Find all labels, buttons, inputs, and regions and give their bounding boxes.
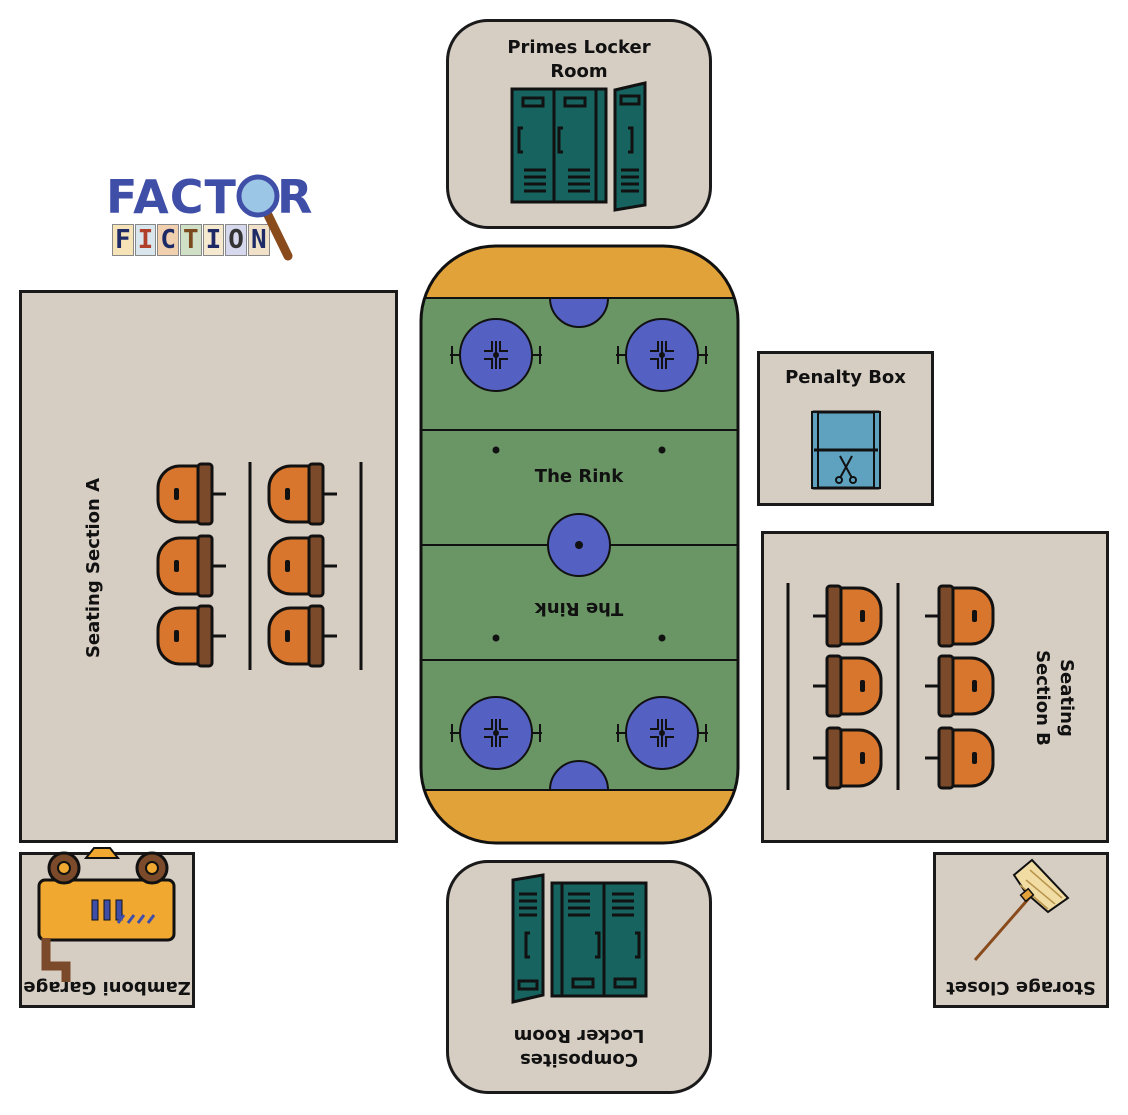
logo-letter: F [112, 224, 134, 256]
faceoff-dot [492, 634, 500, 642]
logo-letter: C [157, 224, 179, 256]
faceoff-dot [658, 446, 666, 454]
seat-icon [267, 462, 337, 526]
seat-icon [156, 462, 226, 526]
seat-icon [813, 654, 883, 718]
faceoff-circle [616, 318, 708, 392]
logo-letter: I [134, 224, 157, 256]
logo-letter: T [179, 224, 202, 256]
rink-label-bottom: The Rink [534, 598, 624, 619]
penalty-box-label: Penalty Box [785, 367, 906, 388]
rink-end-bottom [421, 790, 738, 843]
locker-icon [511, 873, 648, 1004]
faceoff-dot [492, 446, 500, 454]
faceoff-circle [616, 696, 708, 770]
rink-end-top [421, 246, 738, 298]
faceoff-circle [450, 696, 542, 770]
seat-icon [925, 726, 995, 790]
goal-crease-top [548, 297, 610, 328]
seat-icon [156, 604, 226, 668]
faceoff-dot [658, 634, 666, 642]
seat-icon [925, 584, 995, 648]
logo-letter: O [225, 224, 247, 256]
seat-icon [925, 654, 995, 718]
seat-icon [813, 726, 883, 790]
seat-icon [813, 584, 883, 648]
rink-label-top: The Rink [534, 466, 624, 487]
seat-icon [267, 534, 337, 598]
seat-icon [156, 534, 226, 598]
faceoff-circle [450, 318, 542, 392]
seat-icon [267, 604, 337, 668]
logo-letter: I [202, 224, 225, 256]
goal-crease-bottom [548, 760, 610, 791]
primes-locker-label: Primes Locker Room [507, 37, 651, 82]
locker-icon [510, 81, 647, 212]
